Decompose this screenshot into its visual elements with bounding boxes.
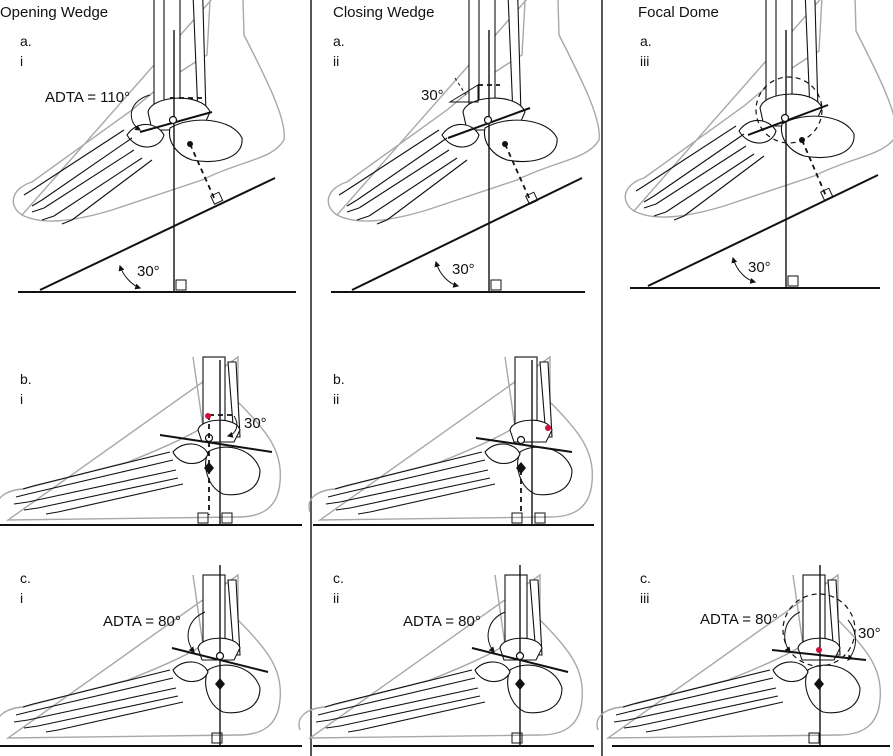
angle-label: 30° bbox=[748, 259, 771, 276]
panel-a-ii: a. ii 30° 30° bbox=[327, 0, 600, 293]
panel-letter: c. bbox=[20, 570, 31, 586]
panel-roman: ii bbox=[333, 391, 339, 407]
column-heading-focal: Focal Dome bbox=[638, 4, 719, 21]
panel-roman: i bbox=[20, 53, 23, 69]
panel-c-ii: c. ii ADTA = 80° bbox=[298, 565, 594, 747]
panel-roman: ii bbox=[333, 53, 339, 69]
panel-letter: b. bbox=[20, 371, 32, 387]
column-heading-closing: Closing Wedge bbox=[333, 4, 434, 21]
adta-label: ADTA = 80° bbox=[403, 613, 481, 630]
adta-label: ADTA = 80° bbox=[103, 613, 181, 630]
panel-letter: a. bbox=[20, 33, 32, 49]
angle-label: 30° bbox=[244, 415, 267, 432]
panel-a-i: a. i ADTA = 110° 30° bbox=[12, 0, 296, 293]
column-heading-opening: Opening Wedge bbox=[0, 4, 108, 21]
panel-b-ii: b. ii bbox=[308, 356, 594, 526]
panel-roman: i bbox=[20, 590, 23, 606]
panel-roman: i bbox=[20, 391, 23, 407]
panel-roman: iii bbox=[640, 53, 649, 69]
panel-roman: iii bbox=[640, 590, 649, 606]
panel-letter: a. bbox=[333, 33, 345, 49]
wedge-label: 30° bbox=[421, 87, 444, 104]
panel-letter: b. bbox=[333, 371, 345, 387]
angle-label: 30° bbox=[452, 261, 475, 278]
adta-label: ADTA = 110° bbox=[45, 89, 130, 106]
panel-c-i: c. i ADTA = 80° bbox=[0, 565, 302, 747]
panel-letter: a. bbox=[640, 33, 652, 49]
angle-label: 30° bbox=[137, 263, 160, 280]
angle-label: 30° bbox=[858, 625, 881, 642]
panel-letter: c. bbox=[333, 570, 344, 586]
panel-a-iii: a. iii 30° bbox=[624, 0, 893, 289]
panel-b-i: b. i 30° bbox=[0, 356, 302, 526]
panel-roman: ii bbox=[333, 590, 339, 606]
panel-c-iii: c. iii ADTA = 80° 30° bbox=[596, 565, 890, 747]
panel-letter: c. bbox=[640, 570, 651, 586]
adta-label: ADTA = 80° bbox=[700, 611, 778, 628]
